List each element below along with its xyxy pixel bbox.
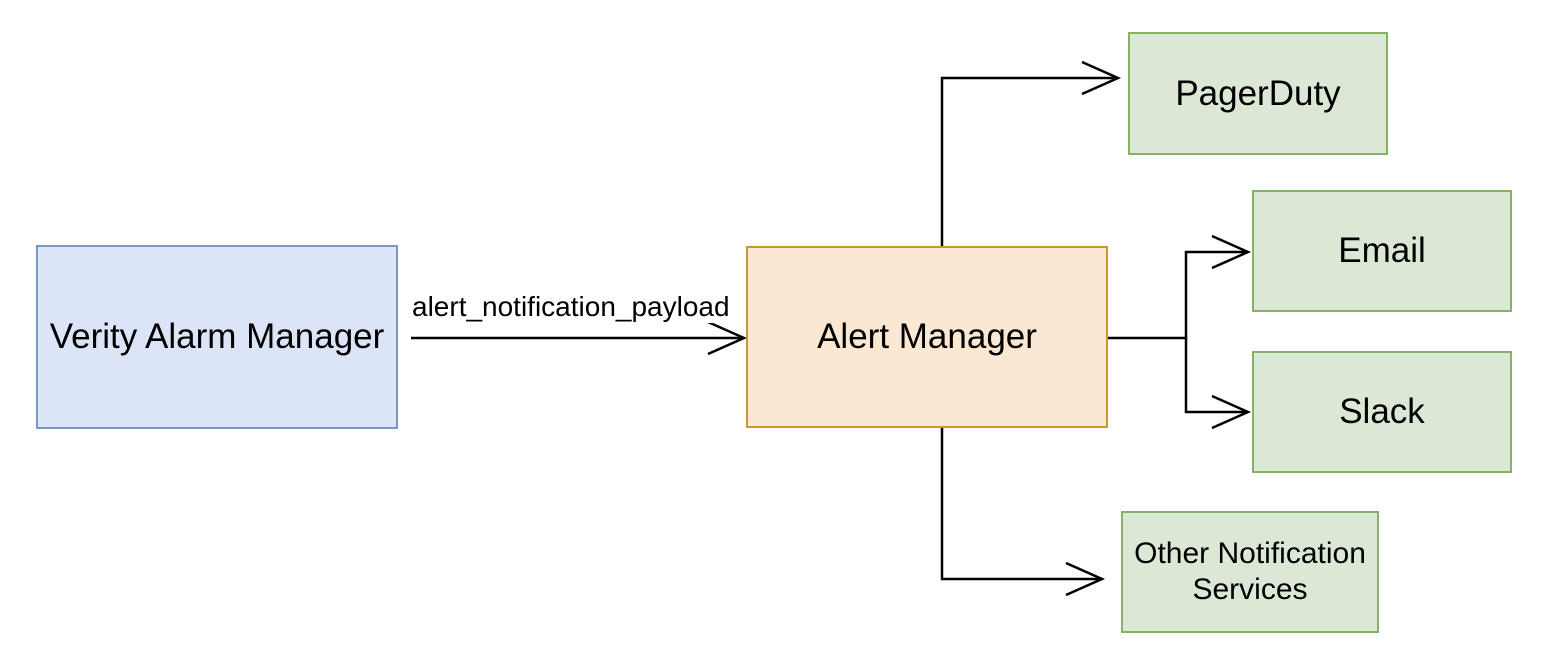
node-other-notification-services: Other Notification Services — [1121, 511, 1379, 633]
node-pagerduty: PagerDuty — [1128, 32, 1388, 155]
arrowhead-icon — [1211, 394, 1252, 430]
node-verity-alarm-manager: Verity Alarm Manager — [36, 245, 398, 429]
arrowhead-icon — [1211, 234, 1252, 270]
edge-alert-manager-to-slack — [1184, 338, 1252, 430]
node-alert-manager: Alert Manager — [746, 246, 1108, 428]
edge-alert-manager-to-email — [1108, 234, 1252, 340]
arrowhead-icon — [1065, 561, 1106, 597]
node-alert-manager-label: Alert Manager — [817, 317, 1037, 356]
edge-verity-to-alert-manager — [411, 320, 748, 356]
node-email-label: Email — [1338, 231, 1426, 270]
edge-label-alert-notification-payload: alert_notification_payload — [412, 291, 730, 323]
node-pagerduty-label: PagerDuty — [1175, 73, 1341, 113]
arrowhead-icon — [1081, 60, 1122, 96]
node-slack-label: Slack — [1339, 392, 1425, 431]
arrowhead-icon — [707, 320, 748, 356]
node-email: Email — [1252, 190, 1512, 312]
node-verity-alarm-manager-label: Verity Alarm Manager — [49, 317, 385, 356]
node-other-notification-services-label: Other Notification Services — [1134, 537, 1366, 606]
node-slack: Slack — [1252, 351, 1512, 473]
edge-alert-manager-to-other-services — [940, 428, 1106, 597]
edge-alert-manager-to-pagerduty — [940, 60, 1122, 246]
